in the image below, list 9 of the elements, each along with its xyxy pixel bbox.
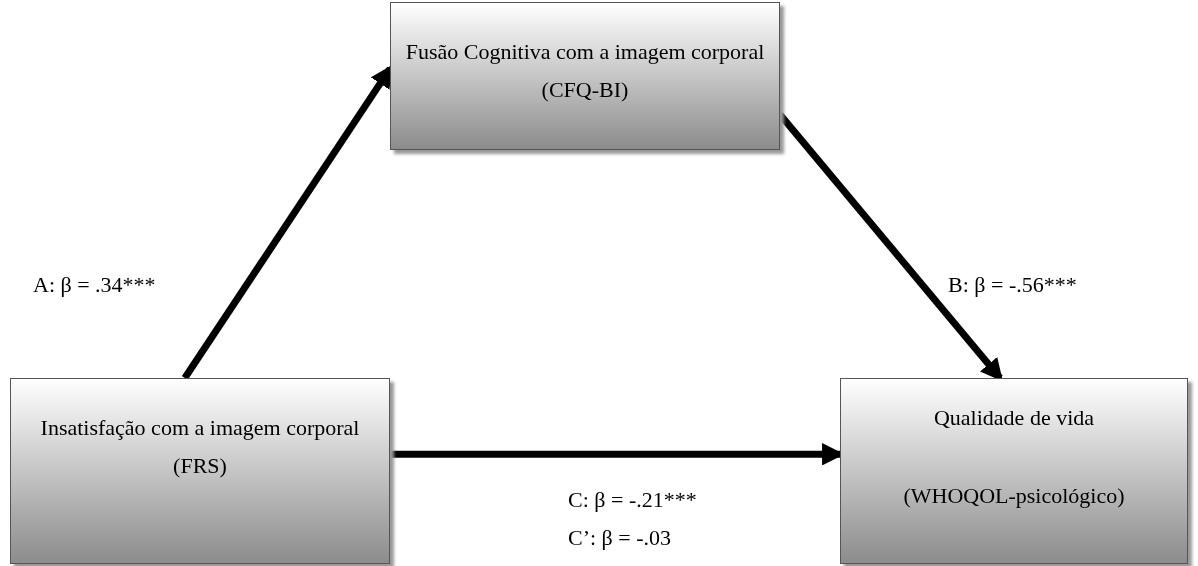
node-text: Fusão Cognitiva com a imagem corporal [405, 38, 765, 66]
node-text: (FRS) [173, 452, 227, 480]
node-text: (WHOQOL-psicológico) [903, 482, 1125, 510]
variable-box [840, 378, 1188, 564]
variable-box [10, 378, 390, 564]
node-text: (CFQ-BI) [541, 76, 629, 104]
node-text: Insatisfação com a imagem corporal [40, 414, 360, 442]
variable-box [390, 2, 780, 150]
node-text: Qualidade de vida [933, 404, 1095, 432]
